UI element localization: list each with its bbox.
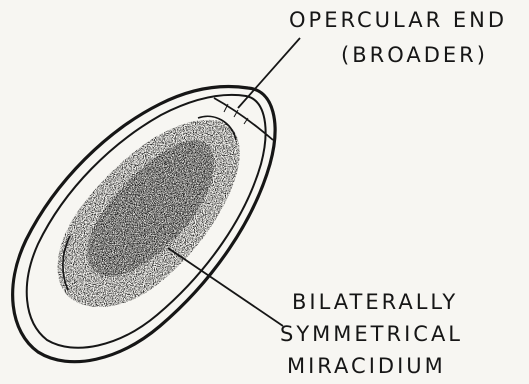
miracidium-label-line-2: SYMMETRICAL (280, 324, 463, 345)
opercular-end-leader (238, 38, 300, 108)
opercular-end-label-line-1: OPERCULAR END (289, 10, 507, 31)
miracidium-leader (168, 248, 283, 326)
opercular-end-label-line-2: (BROADER) (341, 45, 488, 66)
miracidium-label-line-3: MIRACIDIUM (287, 356, 446, 377)
miracidium-label-line-1: BILATERALLY (292, 292, 458, 313)
